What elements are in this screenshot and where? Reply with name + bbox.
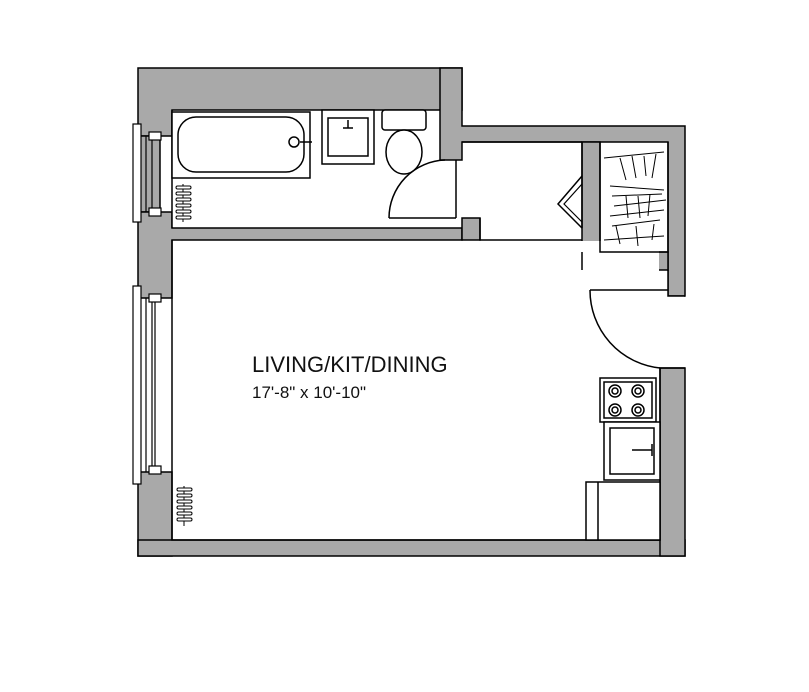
closet [556, 151, 667, 247]
wall-bottom [137, 539, 686, 557]
stove [599, 377, 657, 423]
refrigerator [585, 481, 661, 541]
kitchen-sink [603, 421, 661, 481]
room-dimensions: 17'-8" x 10'-10" [252, 383, 366, 402]
window-upper [132, 123, 162, 223]
wall-partition-stub [461, 217, 481, 241]
bathroom-sink [321, 109, 375, 165]
radiator-bath [175, 184, 192, 222]
walls [137, 67, 686, 557]
toilet [381, 109, 427, 175]
bathtub [171, 111, 312, 179]
bathroom-door [388, 159, 457, 219]
room-name: LIVING/KIT/DINING [252, 352, 448, 377]
window-lower [132, 285, 162, 485]
radiator-living [176, 486, 193, 526]
entry-door [589, 289, 668, 369]
wall-right-lower [659, 367, 686, 557]
